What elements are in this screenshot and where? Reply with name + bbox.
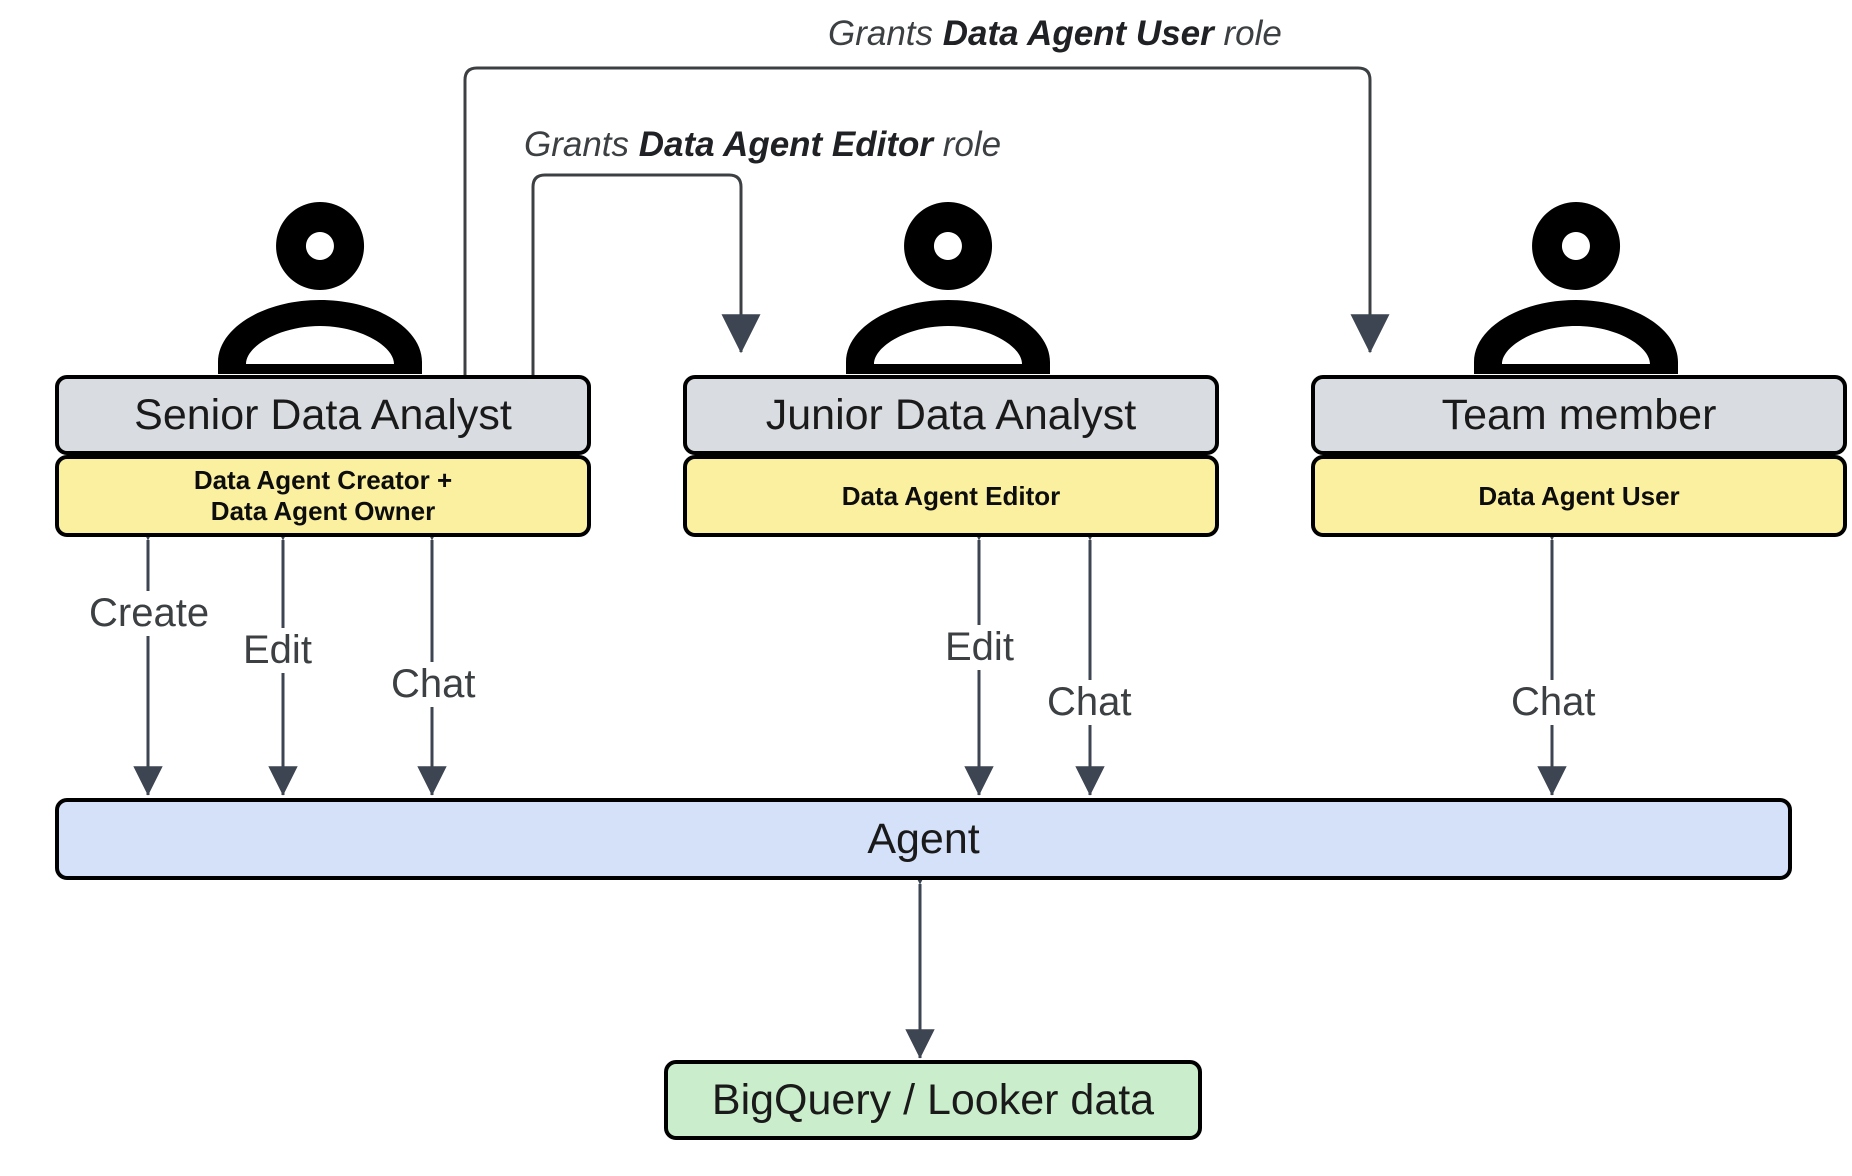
connector-grant-data-agent-editor: [531, 173, 761, 375]
grant-suffix: role: [1213, 14, 1282, 53]
node-bigquery-looker-data[interactable]: BigQuery / Looker data: [664, 1060, 1202, 1140]
node-team-member-title[interactable]: Team member: [1311, 375, 1847, 455]
node-senior-data-analyst-title[interactable]: Senior Data Analyst: [55, 375, 591, 455]
grant-suffix: role: [933, 125, 1002, 164]
node-team-member-role[interactable]: Data Agent User: [1311, 455, 1847, 537]
persona-title-label: Team member: [1441, 390, 1717, 439]
grant-role: Data Agent User: [942, 14, 1214, 53]
role-line-1: Data Agent Creator +: [193, 465, 453, 496]
connector-grant-data-agent-user: [463, 66, 1390, 375]
grant-label-data-agent-user: Grants Data Agent User role: [828, 14, 1282, 54]
grant-prefix: Grants: [828, 14, 943, 53]
node-agent[interactable]: Agent: [55, 798, 1792, 880]
person-icon-junior-data-analyst: [846, 202, 1050, 374]
grant-role: Data Agent Editor: [638, 125, 934, 164]
role-line-1: Data Agent Editor: [841, 480, 1061, 511]
data-source-label: BigQuery / Looker data: [711, 1075, 1155, 1124]
edge-label-edit-junior: Edit: [942, 625, 1017, 670]
persona-title-label: Junior Data Analyst: [765, 390, 1137, 439]
grant-label-data-agent-editor: Grants Data Agent Editor role: [524, 125, 1001, 165]
edge-label-chat-senior: Chat: [388, 662, 479, 707]
person-icon-team-member: [1474, 202, 1678, 374]
role-line-1: Data Agent User: [1478, 480, 1680, 511]
node-senior-data-analyst-role[interactable]: Data Agent Creator + Data Agent Owner: [55, 455, 591, 537]
edge-label-create: Create: [86, 591, 213, 636]
edge-label-chat-team: Chat: [1508, 680, 1599, 725]
role-line-2: Data Agent Owner: [210, 496, 436, 526]
node-junior-data-analyst-title[interactable]: Junior Data Analyst: [683, 375, 1219, 455]
agent-label: Agent: [867, 814, 980, 863]
persona-title-label: Senior Data Analyst: [134, 390, 512, 439]
edge-label-chat-junior: Chat: [1044, 680, 1135, 725]
node-junior-data-analyst-role[interactable]: Data Agent Editor: [683, 455, 1219, 537]
person-icon-senior-data-analyst: [218, 202, 422, 374]
edge-label-edit-senior: Edit: [240, 628, 315, 673]
grant-prefix: Grants: [524, 125, 639, 164]
